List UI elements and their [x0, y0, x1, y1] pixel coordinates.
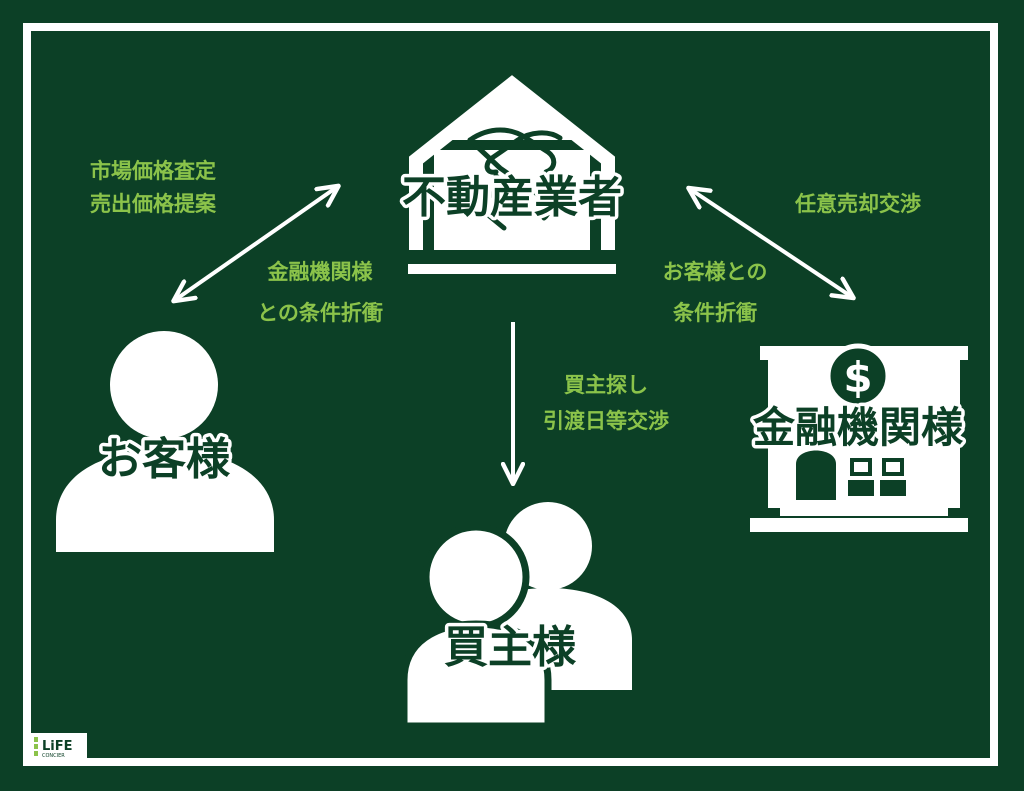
label-listing-proposal: 売出価格提案 [90, 192, 217, 216]
handshake-icon [467, 127, 563, 231]
logo-sub: CONCIER [42, 753, 65, 759]
logo-name: LiFE [42, 739, 73, 754]
label-bank-negotiation-1: 金融機関様 [267, 260, 374, 284]
bank-label: 金融機関様 [752, 403, 964, 452]
buyer-label: 買主様 [444, 622, 577, 673]
customer-person-icon [56, 331, 274, 552]
lifeconcier-logo: LiFE CONCIER [31, 733, 87, 759]
label-handover-negotiation: 引渡日等交渉 [543, 409, 669, 433]
outer-frame [23, 23, 998, 766]
label-customer-negotiation-2: 条件折衝 [673, 301, 757, 325]
buyer-front-person-icon [400, 523, 552, 730]
label-bank-negotiation-2: との条件折衝 [257, 301, 383, 325]
svg-text:$: $ [843, 353, 872, 402]
arrow-agent-bank [690, 189, 852, 297]
label-customer-negotiation-1: お客様との [663, 260, 768, 284]
label-voluntary-sale: 任意売却交渉 [794, 192, 921, 216]
dollar-coin-icon: $ [825, 343, 891, 409]
arrow-agent-customer [175, 187, 337, 300]
label-buyer-search: 買主探し [564, 373, 648, 397]
customer-label: お客様 [98, 434, 231, 485]
label-market-assessment: 市場価格査定 [90, 159, 216, 183]
agent-house-icon [408, 75, 616, 274]
agent-label: 不動産業者 [402, 172, 622, 223]
